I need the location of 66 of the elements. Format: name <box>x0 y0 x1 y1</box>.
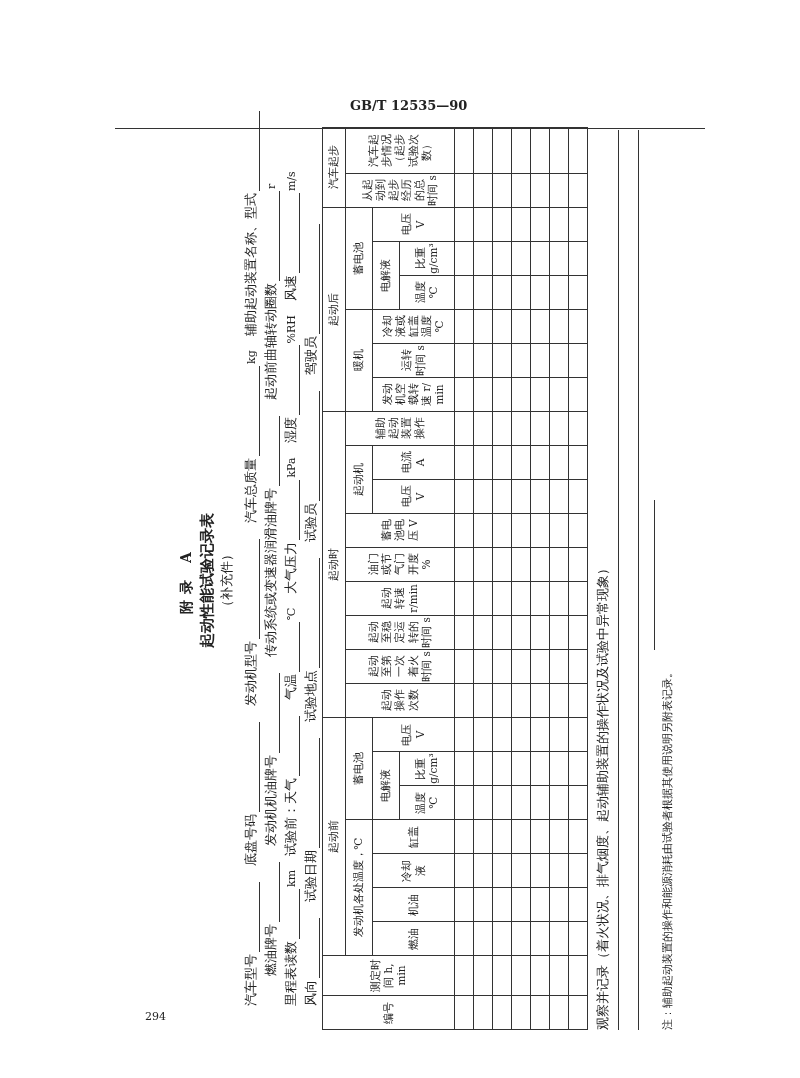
table-header-cell: 暖机 <box>345 309 373 412</box>
field-label: 驾驶员 <box>303 336 318 375</box>
table-header-cell: 机油 <box>372 887 455 922</box>
table-header-cell: 蓄电池电压 V <box>345 513 455 548</box>
field-label: 大气压力 <box>283 541 298 594</box>
table-header-cell: 起动前 <box>322 717 346 956</box>
table-header-cell: 汽车起步 <box>322 127 346 208</box>
table-header-cell: 蓄电池 <box>345 717 373 820</box>
field-label: 风速 <box>283 275 298 302</box>
unit-label: kPa <box>285 457 298 478</box>
table-header-cell: 从起动到起步经历的总时间 s <box>345 173 455 208</box>
table-header-cell: 测定时间 h, min <box>322 955 455 996</box>
table-header-cell: 起动后 <box>322 207 346 412</box>
field-label: 试验日期 <box>303 850 318 902</box>
field-label: 起动前曲轴转动圈数 <box>263 283 278 400</box>
unit-label: %RH <box>285 315 298 344</box>
table-header-cell: 发动机各处温度，℃ <box>345 819 373 956</box>
unit-label: m/s <box>285 171 298 192</box>
field-label: 辅助起动装置名称、型式 <box>243 193 258 337</box>
field-label: 试验员 <box>303 503 318 542</box>
table-header-cell: 冷却液 <box>372 853 455 888</box>
table-header-cell: 温度 ℃ <box>399 785 455 820</box>
form-title: 起动性能试验记录表 <box>198 511 217 650</box>
table-header-cell: 温度 ℃ <box>399 275 455 310</box>
table-header-cell: 电压 V <box>372 479 455 514</box>
field-label: 汽车总质量 <box>243 458 258 523</box>
table-header-cell: 缸盖 <box>372 819 455 854</box>
page-number: 294 <box>145 1010 166 1023</box>
field-label: 燃油牌号 <box>263 924 278 976</box>
field-label: 湿度 <box>283 417 298 444</box>
field-label: 风向 <box>303 980 318 1006</box>
field-label: 发动机机油牌号 <box>263 755 278 846</box>
table-header-cell: 运转时间 s <box>372 343 455 378</box>
field-label: 里程表读数 <box>283 941 298 1006</box>
table-header-cell: 起动转速 r/min <box>345 581 455 616</box>
table-header-cell: 电解液 <box>372 751 400 820</box>
field-label: 发动机型号 <box>243 641 258 706</box>
field-label: 试验地点 <box>303 670 318 722</box>
unit-label: km <box>285 869 298 887</box>
unit-label: r <box>265 183 278 189</box>
field-label: 气温 <box>283 673 298 700</box>
footnote: 注：辅助起动装置的操作和能源消耗由试验者根据其使用说明另附表记录。 <box>660 667 675 1030</box>
table-header-cell: 辅助起动装置操作 <box>345 411 455 446</box>
subtitle: （补充件） <box>218 546 235 615</box>
field-label: 传动系统或变速器润滑油牌号 <box>263 488 278 657</box>
table-header-cell: 起动至稳定运转的时间 s <box>345 615 455 650</box>
field-label: 汽车型号 <box>243 954 258 1006</box>
table-header-cell: 电解液 <box>372 241 400 310</box>
table-header-cell: 起动机 <box>345 445 373 514</box>
table-header-cell: 起动操作次数 <box>345 683 455 718</box>
table-header-cell: 编号 <box>322 995 455 1030</box>
table-header-cell: 蓄电池 <box>345 207 373 310</box>
appendix-heading: 附录 A <box>178 545 195 616</box>
page-header: GB/T 12535—90 <box>350 98 468 113</box>
table-header-cell: 起动至第一次着火时间 s <box>345 649 455 684</box>
unit-label: kg <box>245 350 258 364</box>
table-header-cell: 冷却液或缸盖温度 ℃ <box>372 309 455 344</box>
observation-note: 观察并记录（着火状况、排气烟度、起动辅助装置的操作状况及试验中异常现象） <box>594 562 611 1030</box>
table-header-cell: 起动时 <box>322 411 346 718</box>
field-label: 底盘号码 <box>243 814 258 866</box>
table-header-cell: 发动机空载转速 r/min <box>372 377 455 412</box>
table-header-cell: 汽车起步情况（起步试验次数） <box>345 127 455 174</box>
unit-label: ℃ <box>285 607 298 620</box>
table-header-cell: 燃油 <box>372 921 455 956</box>
field-label: 试验前：天气 <box>283 777 298 856</box>
table-header-cell: 油门或节气门开度 % <box>345 547 455 582</box>
